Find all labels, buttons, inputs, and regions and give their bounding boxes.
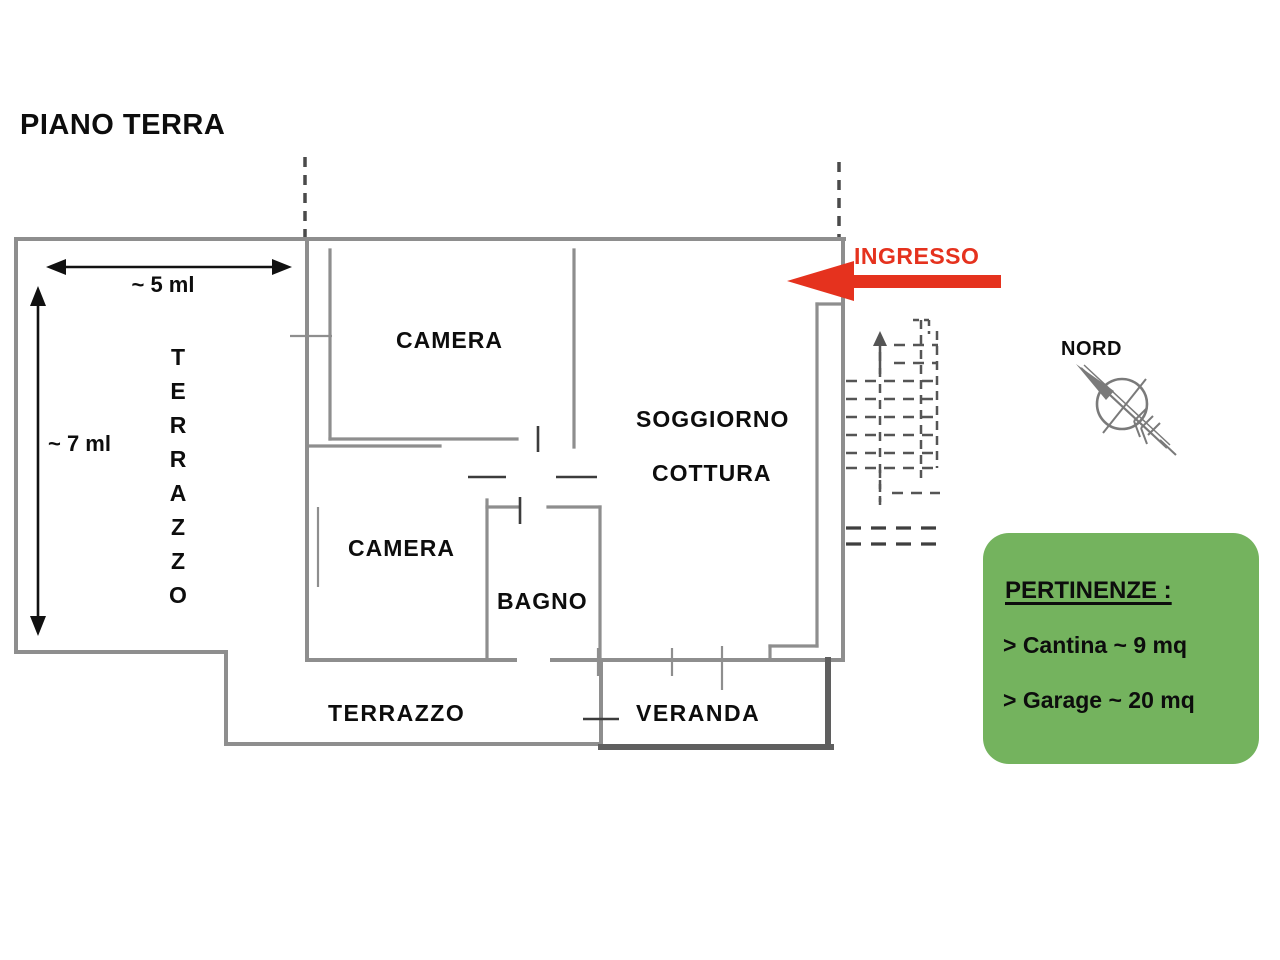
room-label-terrazzo-left: TERRAZZO bbox=[165, 344, 191, 616]
left-arrow-icon bbox=[787, 261, 1001, 301]
room-label-camera-top: CAMERA bbox=[396, 327, 503, 353]
legend-title: PERTINENZE : bbox=[1005, 577, 1172, 604]
boundary-dashed-lines bbox=[303, 157, 841, 239]
entrance-label: INGRESSO bbox=[854, 243, 980, 269]
legend-item-garage: > Garage ~ 20 mq bbox=[1003, 687, 1195, 713]
room-label-cottura: COTTURA bbox=[652, 460, 772, 486]
compass-rose-icon bbox=[1076, 364, 1177, 456]
room-label-camera-bottom: CAMERA bbox=[348, 535, 455, 561]
window-ticks bbox=[290, 334, 724, 690]
height-dimension-arrow bbox=[30, 286, 46, 636]
compass-label: NORD bbox=[1061, 338, 1122, 360]
outer-walls bbox=[14, 237, 846, 746]
room-label-terrazzo-bottom: TERRAZZO bbox=[328, 700, 466, 726]
width-dimension-label: ~ 5 ml bbox=[131, 272, 195, 297]
door-ticks bbox=[468, 426, 619, 721]
width-dimension-arrow bbox=[46, 259, 292, 275]
interior-walls bbox=[305, 248, 845, 662]
stairs-up-icon bbox=[846, 318, 940, 505]
room-label-soggiorno: SOGGIORNO bbox=[636, 406, 790, 432]
stairs-direction-arrowhead bbox=[873, 331, 887, 346]
veranda-walls bbox=[598, 657, 834, 750]
legend-item-cantina: > Cantina ~ 9 mq bbox=[1003, 632, 1188, 658]
page-title: PIANO TERRA bbox=[20, 109, 226, 141]
room-label-bagno: BAGNO bbox=[497, 588, 588, 614]
height-dimension-label: ~ 7 ml bbox=[48, 431, 111, 456]
lower-dashed-walls bbox=[846, 526, 941, 546]
room-label-veranda: VERANDA bbox=[636, 700, 761, 726]
pertinenze-legend-box: PERTINENZE : > Cantina ~ 9 mq > Garage ~… bbox=[983, 533, 1259, 764]
